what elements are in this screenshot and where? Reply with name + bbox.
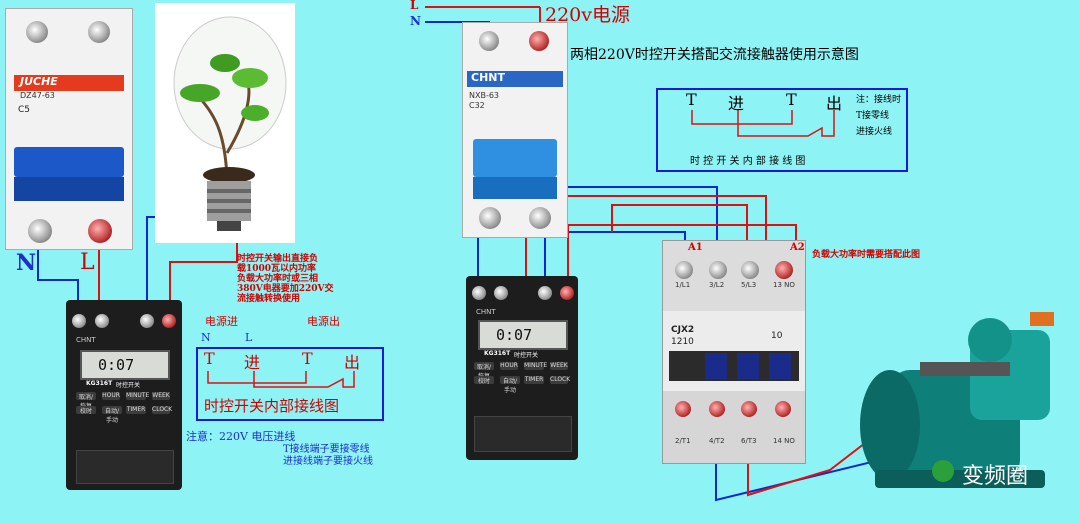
left-box-n-label: N	[201, 331, 211, 344]
contactor-bottom-terminal-1: 2/T1	[675, 437, 691, 445]
right-circuit-breaker: CHNT NXB-63 C32	[462, 22, 568, 238]
contactor-top-terminal-4: 13 NO	[773, 281, 795, 289]
watermark: 变频圈	[962, 464, 1029, 489]
right-timer-button-cancel[interactable]: 取消/恢复	[474, 362, 494, 380]
source-live-label: L	[410, 0, 419, 12]
contactor-bottom-terminal-2: 4/T2	[709, 437, 725, 445]
bottom-note-line2: T接线端子要接零线	[283, 444, 370, 455]
left-time-switch: CHNT 0:07 KG316T 时控开关 取消/恢复 HOUR MINUTE …	[66, 300, 182, 490]
right-timer-button-clock-adjust[interactable]: 校时	[474, 376, 494, 385]
right-breaker-model: NXB-63	[469, 91, 500, 100]
contactor-top-terminal-1: 1/L1	[675, 281, 691, 289]
timer-model: KG316T	[86, 380, 113, 387]
right-breaker-brand: CHNT	[467, 71, 563, 87]
contactor-bottom-terminal-4: 14 NO	[773, 437, 795, 445]
breaker-toggle	[14, 147, 124, 177]
breaker-top-terminal-1	[26, 21, 48, 43]
breaker-bottom-terminal-2	[88, 219, 112, 243]
left-neutral-wire	[37, 232, 79, 310]
source-neutral-label: N	[410, 14, 421, 28]
left-box-terminal-in: 进	[244, 353, 261, 372]
left-breaker-l-label: L	[80, 250, 95, 275]
left-breaker-n-label: N	[16, 250, 37, 276]
contactor-bottom-terminal-3: 6/T3	[741, 437, 757, 445]
right-timer-lcd-time: 0:07	[496, 326, 533, 344]
timer-output-note: 时控开关输出直接负 载1000瓦以内功率 负载大功率时或三相 380V电器要加2…	[237, 254, 334, 304]
right-box-note-2: T接零线	[856, 111, 890, 121]
contactor-note: 负载大功率时需要搭配此图	[812, 250, 921, 260]
right-box-terminal-in: 进	[728, 94, 745, 113]
timer-brand: CHNT	[76, 336, 96, 344]
timer-button-auto-manual[interactable]: 自动/手动	[102, 406, 122, 424]
timer-button-hour[interactable]: HOUR	[102, 392, 120, 400]
right-timer-model: KG316T	[484, 350, 511, 357]
left-box-terminal-t2: T	[302, 349, 313, 368]
left-box-terminal-out: 出	[344, 353, 361, 372]
right-box-note-3: 进接火线	[856, 127, 893, 137]
coil-a1-label: A1	[688, 242, 703, 253]
right-timer-lcd: 0:07	[478, 320, 568, 350]
right-timer-button-hour[interactable]: HOUR	[500, 362, 518, 370]
timer-button-cancel[interactable]: 取消/恢复	[76, 392, 96, 410]
right-timer-brand: CHNT	[476, 308, 496, 316]
breaker-model: DZ47-63	[20, 91, 55, 100]
diagram-title: 两相220V时控开关搭配交流接触器使用示意图	[570, 47, 859, 63]
timer-lcd: 0:07	[80, 350, 170, 380]
wechat-icon	[932, 460, 954, 482]
right-internal-wiring-box: T 进 T 出 注：接线时 T接零线 进接火线 时 控 开 关 内 部 接 线 …	[656, 88, 908, 172]
contactor-model-number: 1210	[671, 337, 694, 347]
breaker-top-terminal-2	[88, 21, 110, 43]
breaker-brand: JUCHE	[14, 75, 124, 91]
power-source-label: 220v电源	[545, 4, 630, 26]
right-timer-button-week[interactable]: WEEK	[550, 362, 568, 370]
right-timer-button-auto-manual[interactable]: 自动/手动	[500, 376, 520, 394]
timer-button-clock-adjust[interactable]: 校时	[76, 406, 96, 415]
right-time-switch: CHNT 0:07 KG316T 时控开关 取消/恢复 HOUR MINUTE …	[466, 276, 578, 460]
left-box-l-label: L	[245, 331, 253, 344]
timer-button-minute[interactable]: MINUTE	[126, 392, 150, 400]
light-bulb-image	[155, 3, 295, 243]
right-box-caption: 时 控 开 关 内 部 接 线 图	[690, 156, 806, 167]
breaker-rating: C5	[18, 105, 31, 115]
bottom-note-line1: 注意：220V 电压进线	[186, 430, 296, 443]
left-circuit-breaker: JUCHE DZ47-63 C5	[5, 8, 133, 250]
right-box-terminal-out: 出	[826, 94, 843, 113]
ac-contactor: 1/L1 3/L2 5/L3 13 NO CJX2 1210 10 2/T1 4…	[662, 240, 806, 464]
left-box-power-in: 电源进	[205, 315, 238, 328]
breaker-bottom-terminal-1	[28, 219, 52, 243]
left-box-terminal-t1: T	[204, 349, 215, 368]
timer-button-week[interactable]: WEEK	[152, 392, 170, 400]
right-timer-button-minute[interactable]: MINUTE	[524, 362, 548, 370]
timer-button-timer[interactable]: TIMER	[126, 406, 146, 414]
left-box-power-out: 电源出	[307, 315, 340, 328]
contactor-top-terminal-2: 3/L2	[709, 281, 725, 289]
right-timer-type: 时控开关	[514, 352, 539, 359]
contactor-model: CJX2	[671, 325, 695, 335]
timer-type: 时控开关	[116, 382, 141, 389]
water-pump-motor	[830, 300, 1080, 510]
timer-button-clock[interactable]: CLOCK	[152, 406, 173, 414]
right-breaker-toggle	[473, 139, 557, 177]
left-box-caption: 时控开关内部接线图	[204, 397, 340, 415]
bottom-note-line3: 进接线端子要接火线	[283, 456, 373, 467]
timer-lcd-time: 0:07	[98, 356, 135, 374]
right-breaker-rating: C32	[469, 101, 485, 110]
right-box-note-1: 注：接线时	[856, 95, 902, 105]
contactor-aux: 10	[771, 331, 783, 341]
left-internal-wiring-box: T 进 T 出 时控开关内部接线图	[196, 347, 384, 421]
coil-a2-label: A2	[790, 242, 805, 253]
right-timer-button-clock[interactable]: CLOCK	[550, 376, 571, 384]
right-box-terminal-t1: T	[686, 90, 697, 109]
right-timer-button-timer[interactable]: TIMER	[524, 376, 544, 384]
contactor-top-terminal-3: 5/L3	[741, 281, 757, 289]
right-box-terminal-t2: T	[786, 90, 797, 109]
